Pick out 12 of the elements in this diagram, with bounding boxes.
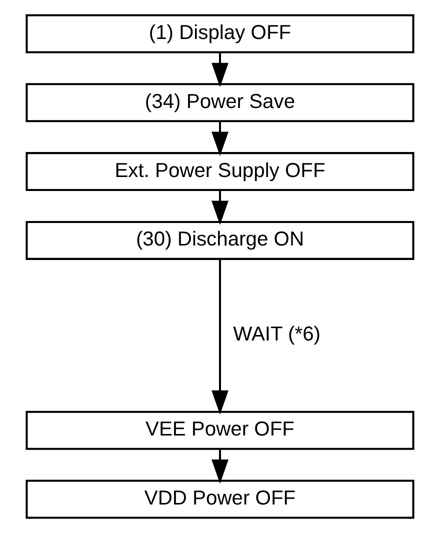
node-box: (34) Power Save: [26, 83, 414, 122]
node-box: VDD Power OFF: [26, 480, 414, 519]
node-box: VEE Power OFF: [26, 410, 414, 450]
arrow: [212, 449, 228, 484]
node-box: Ext. Power Supply OFF: [26, 152, 414, 192]
arrow: [212, 259, 228, 415]
edge-label: WAIT (*6): [233, 324, 321, 346]
arrow: [212, 190, 228, 225]
arrow: [212, 122, 228, 156]
node-box: (1) Display OFF: [26, 14, 414, 54]
arrow: [212, 52, 228, 88]
node-box: (30) Discharge ON: [26, 220, 414, 260]
